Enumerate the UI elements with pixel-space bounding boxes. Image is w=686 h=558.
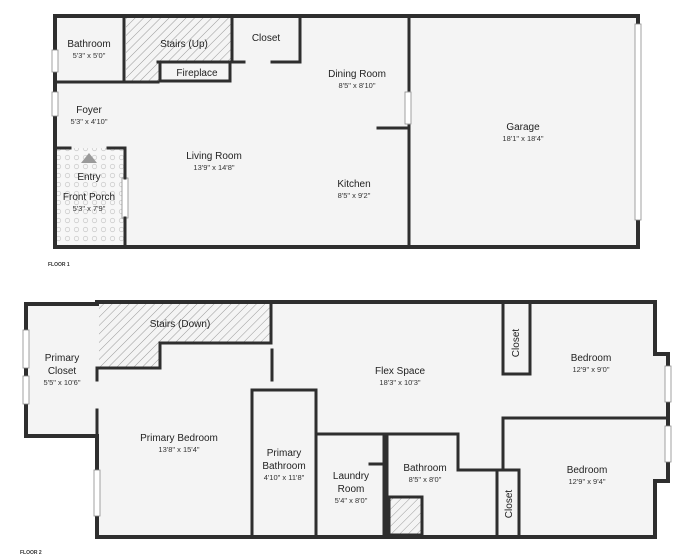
- room-label: Bathroom: [262, 461, 305, 472]
- floor-1: Bathroom 5'3" x 5'0" Stairs (Up) Closet …: [48, 14, 642, 268]
- window: [664, 365, 672, 403]
- room-dimension: 8'5" x 8'10": [339, 81, 376, 90]
- porch-wall: [53, 146, 127, 249]
- room-label: Stairs (Up): [160, 39, 208, 50]
- room-dimension: 5'3" x 5'0": [73, 51, 106, 60]
- room-label: Flex Space: [375, 366, 425, 377]
- room-label: Primary Bedroom: [140, 433, 218, 444]
- window: [93, 469, 101, 517]
- stairs-down-hatch: [99, 304, 271, 368]
- room-label: Garage: [506, 122, 540, 133]
- floor1-outer-wall: [53, 14, 640, 249]
- room-label: Closet: [511, 329, 522, 358]
- floor2-fill: [97, 302, 668, 537]
- room-dimension: 4'10" x 11'8": [264, 473, 305, 482]
- bedroom-divider-wall: [501, 416, 670, 472]
- stairs-wall: [97, 302, 273, 370]
- room-dimension: 8'5" x 8'0": [409, 475, 442, 484]
- window: [664, 425, 672, 463]
- room-label: Closet: [48, 366, 77, 377]
- window: [121, 177, 129, 219]
- entry-arrow-icon: [81, 153, 97, 163]
- primary-closet-fill: [26, 304, 98, 436]
- room-label: Closet: [504, 490, 515, 519]
- window: [51, 49, 59, 73]
- room-label: Entry: [77, 172, 100, 183]
- room-label: Primary: [45, 353, 79, 364]
- room-label: Room: [338, 484, 365, 495]
- floor-2: Stairs (Down) Primary Closet 5'5" x 10'6…: [20, 300, 672, 556]
- room-label: Fireplace: [176, 68, 218, 79]
- bathroom-wall: [385, 432, 502, 539]
- closet-a-wall: [501, 302, 532, 376]
- room-label: Bedroom: [571, 353, 612, 364]
- bathroom-wall: [53, 14, 126, 84]
- room-dimension: 18'1" x 18'4": [502, 134, 543, 143]
- room-label: Primary: [267, 448, 301, 459]
- window: [22, 375, 30, 405]
- room-label: Stairs (Down): [150, 319, 211, 330]
- room-label: Closet: [252, 33, 281, 44]
- room-dimension: 5'3" x 4'10": [71, 117, 108, 126]
- room-dimension: 12'9" x 9'4": [569, 477, 606, 486]
- window: [51, 91, 59, 117]
- room-label: Living Room: [186, 151, 242, 162]
- primary-bathroom-wall: [250, 388, 318, 539]
- room-dimension: 8'5" x 9'2": [338, 191, 371, 200]
- window: [22, 329, 30, 369]
- front-porch-tile: [55, 148, 125, 247]
- room-dimension: 5'5" x 10'6": [44, 378, 81, 387]
- room-dimension: 13'8" x 15'4": [158, 445, 199, 454]
- garage-door: [634, 23, 642, 221]
- floor2-outer-wall: [24, 300, 670, 539]
- closet-b-wall: [495, 468, 521, 539]
- kitchen-garage-wall: [376, 14, 411, 249]
- room-label: Laundry: [333, 471, 369, 482]
- room-label: Foyer: [76, 105, 102, 116]
- room-dimension: 5'4" x 8'0": [335, 496, 368, 505]
- floor-label: FLOOR 2: [20, 550, 42, 556]
- closet-wall: [230, 14, 302, 64]
- window: [404, 91, 412, 125]
- room-label: Front Porch: [63, 192, 115, 203]
- room-label: Dining Room: [328, 69, 386, 80]
- room-label: Kitchen: [337, 179, 370, 190]
- room-label: Bedroom: [567, 465, 608, 476]
- room-dimension: 12'9" x 9'0": [573, 365, 610, 374]
- floor-label: FLOOR 1: [48, 262, 70, 268]
- room-dimension: 13'9" x 14'8": [193, 163, 234, 172]
- laundry-hatch: [387, 495, 424, 537]
- room-label: Bathroom: [403, 463, 446, 474]
- room-dimension: 5'3" x 7'9": [73, 204, 106, 213]
- room-dimension: 18'3" x 10'3": [379, 378, 420, 387]
- laundry-wall: [314, 432, 386, 539]
- room-label: Bathroom: [67, 39, 110, 50]
